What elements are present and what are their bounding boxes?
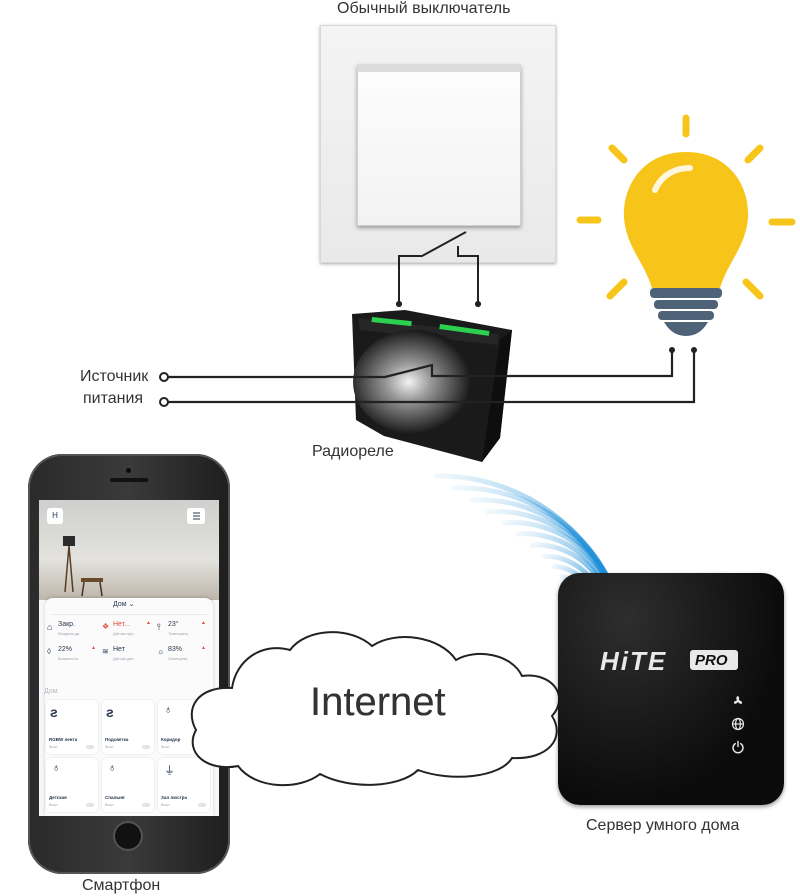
alert-icon: ▲: [201, 645, 206, 651]
fan-icon: [733, 696, 743, 704]
status-tile-door[interactable]: ⌂ Закр. Входная дв.: [47, 620, 101, 642]
server-logo-badge: [690, 650, 738, 670]
leak-icon: ❖: [102, 622, 110, 631]
device-name: Зал люстра: [161, 795, 188, 800]
chandelier-icon: ⏚: [164, 765, 175, 777]
status-tile-illuminance[interactable]: ☼ 83% Освещенн. ▲: [157, 645, 211, 667]
droplet-icon: ◊: [47, 647, 51, 656]
user-avatar[interactable]: Н: [47, 508, 63, 524]
phone-camera: [126, 468, 131, 473]
bulb-icon: ♁: [52, 762, 61, 774]
alert-icon: ▲: [91, 645, 96, 651]
server-logo-text: HiTE: [600, 646, 668, 676]
bulb-terminal-right: [691, 347, 697, 353]
location-dropdown-value: Дом: [113, 601, 127, 608]
wall-switch-key-edge: [357, 64, 521, 72]
status-tile-value: 83%: [168, 646, 183, 653]
room-photo: Н: [39, 500, 219, 600]
section-title: Дом: [44, 688, 58, 695]
bulb-icon: ♁: [164, 704, 173, 716]
status-tile-value: 22%: [58, 646, 73, 653]
wall-switch-key[interactable]: [357, 64, 521, 226]
thermometer-icon: ⫯: [157, 622, 161, 632]
location-dropdown[interactable]: Дом ⌄: [113, 600, 134, 608]
radio-relay-device: [352, 310, 512, 462]
status-tile-value: Нет...: [113, 621, 130, 628]
room-lamp-image: [63, 536, 103, 597]
device-status: Выкл: [105, 745, 114, 749]
device-card-kids-room[interactable]: ♁ Детская Выкл: [46, 758, 98, 812]
status-tile-value: 23°: [168, 621, 179, 628]
switch-terminal-right: [475, 301, 481, 307]
status-tile-motion[interactable]: ≋ Нет Датчик дви.: [102, 645, 156, 667]
status-tile-leak[interactable]: ❖ Нет... Датчик про. ▲: [102, 620, 156, 642]
smartphone-label: Смартфон: [82, 877, 161, 894]
device-name: Детская: [49, 795, 67, 800]
globe-icon: [731, 717, 745, 731]
switch-label: Обычный выключатель: [337, 0, 511, 17]
status-tile-value: Закр.: [58, 621, 76, 628]
sun-icon: ☼: [157, 647, 165, 656]
status-tile-value: Нет: [113, 646, 125, 653]
device-status: Выкл: [49, 803, 58, 807]
internet-label-overlay: Internet: [310, 680, 446, 724]
device-status: Выкл: [161, 745, 170, 749]
device-name: RGBW лента: [49, 737, 78, 742]
status-tile-sub: Входная дв.: [58, 631, 81, 636]
relay-label: Радиореле: [312, 443, 394, 460]
device-toggle[interactable]: [86, 803, 94, 807]
device-card-bedroom[interactable]: ♁ Спальня Выкл: [102, 758, 154, 812]
device-toggle[interactable]: [198, 745, 206, 749]
server-logo-pro: PRO: [695, 652, 728, 669]
device-toggle[interactable]: [142, 745, 150, 749]
status-tile-sub: Влажность: [58, 656, 79, 661]
power-source-label-line2: питания: [83, 390, 144, 407]
device-name: Спальня: [105, 795, 125, 800]
home-panel: Дом ⌄ ⌂ Закр. Входная дв. ❖ Нет... Датчи…: [44, 598, 213, 816]
device-status: Выкл: [49, 745, 58, 749]
power-icon: [732, 740, 744, 754]
status-tile-sub: Освещенн.: [168, 656, 189, 661]
phone-home-button[interactable]: [113, 821, 143, 851]
device-status: Выкл: [105, 803, 114, 807]
power-terminal-bottom: [159, 397, 169, 407]
alert-icon: ▲: [146, 620, 151, 626]
light-bulb-icon: [576, 114, 796, 336]
smart-home-server: [558, 573, 784, 805]
device-toggle[interactable]: [198, 803, 206, 807]
internet-label: Internet: [310, 680, 446, 724]
motion-icon: ≋: [102, 647, 109, 656]
device-card-rgbw[interactable]: ƨ RGBW лента Выкл: [46, 700, 98, 754]
device-name: Подсветка: [105, 737, 129, 742]
device-toggle[interactable]: [142, 803, 150, 807]
status-tile-humidity[interactable]: ◊ 22% Влажность ▲: [47, 645, 101, 667]
device-card-hall-chandelier[interactable]: ⏚ Зал люстра Выкл: [158, 758, 210, 812]
status-tile-sub: Датчик дви.: [113, 656, 135, 661]
status-tile-temperature[interactable]: ⫯ 23° Температу. ▲: [157, 620, 211, 642]
bulb-icon: ♁: [108, 762, 117, 774]
device-card-backlight[interactable]: ƨ Подсветка Выкл: [102, 700, 154, 754]
panel-divider: [51, 614, 207, 615]
led-strip-icon: ƨ: [106, 704, 114, 720]
menu-button[interactable]: [187, 508, 205, 524]
alert-icon: ▲: [201, 620, 206, 626]
chevron-down-icon: ⌄: [128, 601, 135, 608]
switch-terminal-left: [396, 301, 402, 307]
status-tile-sub: Датчик про.: [113, 631, 135, 636]
power-terminal-top: [159, 372, 169, 382]
server-label: Сервер умного дома: [586, 817, 740, 834]
power-source-label-line1: Источник: [80, 368, 149, 385]
led-strip-icon: ƨ: [50, 704, 58, 720]
device-name: Коридор: [161, 737, 181, 742]
device-toggle[interactable]: [86, 745, 94, 749]
device-card-corridor[interactable]: ♁ Коридор Выкл: [158, 700, 210, 754]
bulb-terminal-left: [669, 347, 675, 353]
door-icon: ⌂: [47, 622, 53, 632]
list-icon: [193, 512, 200, 520]
status-tile-sub: Температу.: [168, 631, 189, 636]
device-status: Выкл: [161, 803, 170, 807]
phone-speaker: [110, 478, 148, 482]
phone-screen: Н Дом ⌄ ⌂ Закр. Входная дв. ❖ Нет... Дат…: [39, 500, 219, 816]
power-wires: [168, 352, 696, 404]
